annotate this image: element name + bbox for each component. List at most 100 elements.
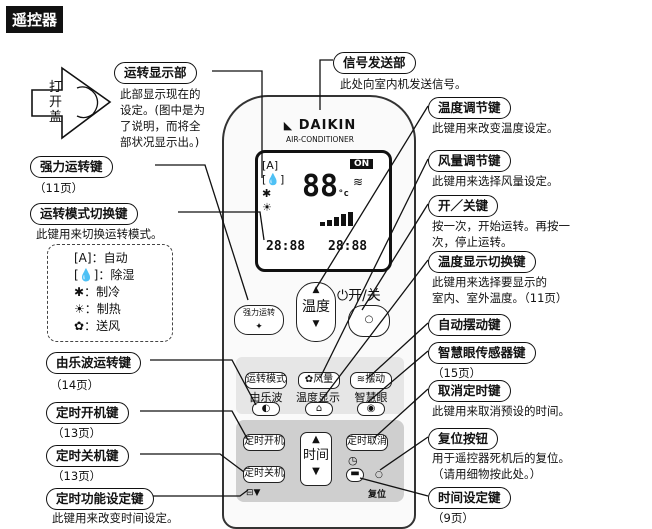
swing-icon: ≋ — [356, 374, 366, 385]
lcd-temp-unit: °c — [338, 189, 349, 199]
temp-display-icon: ⌂ — [315, 403, 323, 414]
time-label: 时间 — [302, 448, 329, 463]
callout-reset-desc: 用于遥控器死机后的复位。 （请用细物按此处。） — [432, 451, 570, 481]
callout-temp-desc: 此键用来改变温度设定。 — [432, 121, 559, 135]
lcd-temp: 88°c — [302, 169, 349, 204]
fan-speed-label: 风量 — [313, 374, 334, 385]
clock-button-icon: ▬ — [350, 468, 360, 479]
reset-hole-icon: ○ — [375, 470, 383, 480]
callout-display-desc: 此部显示现在的 设定。(图中是为 了说明，而将全 部状况显示出。) — [120, 87, 205, 149]
mode-cool-label: ：制冷 — [84, 285, 121, 299]
comfort-icon: ◐ — [261, 403, 271, 414]
lcd-on-badge: ON — [350, 159, 374, 169]
callout-tempdisp-desc: 此键用来选择要显示的 室内、室外温度。（11页） — [432, 275, 568, 305]
swing-button[interactable]: ≋摆动 — [350, 372, 392, 389]
auto-mode-icon: [A] — [74, 251, 92, 265]
timer-cancel-label: 定时取消 — [347, 436, 387, 447]
callout-timer-off-desc: （13页） — [52, 469, 102, 483]
onoff-label: ⏻开/关 — [337, 288, 381, 304]
callout-mode-title: 运转模式切换键 — [30, 203, 138, 225]
mode-heat-label: ：制热 — [84, 302, 121, 316]
callout-timer-on-desc: （13页） — [52, 426, 102, 440]
callout-clock-title: 时间设定键 — [428, 487, 511, 509]
auto-mode-icon: [A] — [262, 159, 279, 172]
callout-cancel-title: 取消定时键 — [428, 380, 511, 402]
callout-signal-title: 信号发送部 — [333, 52, 416, 74]
callout-powerful-desc: （11页） — [34, 181, 84, 195]
open-cover-label: 打开盖 — [49, 80, 63, 125]
mode-button[interactable]: 运转模式 — [245, 372, 287, 389]
mode-legend: [A]：自动 [💧]：除湿 ✱：制冷 ☀：制热 ✿：送风 — [47, 244, 173, 342]
callout-fan-title: 风量调节键 — [428, 150, 511, 172]
callout-comfort-title: 由乐波运转键 — [46, 352, 142, 374]
callout-timer-set-desc: 此键用来改变时间设定。 — [52, 511, 179, 525]
temp-adjust-button[interactable]: ▲ 温度 ▼ — [296, 282, 336, 342]
mode-auto: [A]：自动 — [74, 250, 134, 267]
eye-icon: ◉ — [366, 403, 376, 414]
timer-cancel-button[interactable]: 定时取消 — [346, 434, 388, 451]
callout-onoff-title: 开／关键 — [428, 195, 499, 217]
callout-reset-title: 复位按钮 — [428, 428, 499, 450]
time-down-icon: ▼ — [312, 466, 320, 477]
time-up-icon: ▲ — [312, 434, 320, 445]
cool-mode-icon: ✱ — [262, 187, 272, 200]
intelligent-eye-button[interactable]: ◉ — [357, 402, 385, 416]
dry-mode-icon: [💧] — [262, 173, 285, 186]
callout-onoff-desc: 按一次，开始运转。再按一 次，停止运转。 — [432, 219, 570, 249]
callout-display-title: 运转显示部 — [114, 62, 197, 84]
reset-label: 复位 — [368, 490, 387, 500]
mode-fan: ✿：送风 — [74, 318, 134, 335]
cool-mode-icon: ✱ — [74, 285, 85, 299]
intelligent-eye-label: 智慧眼 — [354, 391, 388, 404]
clock-set-button[interactable]: ▬ — [346, 468, 364, 482]
clock-icon: ◷ — [348, 454, 358, 467]
fan-speed-button[interactable]: ✿风量 — [298, 372, 340, 389]
open-cover-arrow: 打开盖 — [22, 60, 117, 145]
callout-cancel-desc: 此键用来取消预设的时间。 — [432, 404, 570, 418]
mode-auto-label: ：自动 — [91, 251, 128, 265]
onoff-circle-icon: ○ — [364, 314, 374, 325]
lcd-temp-value: 88 — [302, 169, 339, 204]
comfort-label: 由乐波 — [249, 391, 283, 404]
mode-dry-label: ：除湿 — [98, 268, 135, 282]
temp-display-label: 温度显示 — [296, 391, 340, 404]
timer-off-label: 定时关机 — [244, 468, 284, 479]
timer-on-button[interactable]: 定时开机 — [243, 434, 285, 451]
callout-swing-title: 自动摆动键 — [428, 314, 511, 336]
daikin-logo-icon: ◣ — [283, 119, 294, 132]
dry-mode-icon: [💧] — [74, 268, 99, 282]
mode-legend-list: [A]：自动 [💧]：除湿 ✱：制冷 ☀：制热 ✿：送风 — [74, 250, 134, 335]
timer-on-label: 定时开机 — [244, 436, 284, 447]
mode-dry: [💧]：除湿 — [74, 267, 134, 284]
lcd-mode-icons: [A] [💧] ✱ ☀ — [262, 159, 284, 215]
lcd-timer-off: 28:88 — [328, 239, 368, 254]
temp-up-icon: ▲ — [312, 285, 320, 295]
swing-label: 摆动 — [365, 374, 386, 385]
mode-fan-label: ：送风 — [84, 319, 121, 333]
powerful-icon: ✦ — [255, 322, 263, 332]
battery-icon: ⊟▼ — [246, 488, 261, 498]
fan-level-icon: ≋ — [353, 175, 364, 189]
timer-off-button[interactable]: 定时关机 — [243, 466, 285, 483]
comfort-button[interactable]: ◐ — [252, 402, 280, 416]
brand-name: DAIKIN — [298, 118, 357, 133]
callout-clock-desc: （9页） — [432, 511, 474, 525]
powerful-button-label: 强力运转 — [243, 308, 275, 317]
brand-logo: ◣ DAIKIN — [270, 118, 370, 133]
powerful-button[interactable]: 强力运转 ✦ — [234, 305, 284, 335]
fan-icon: ✿ — [304, 374, 314, 385]
onoff-button[interactable]: ○ — [348, 305, 390, 337]
temp-display-button[interactable]: ⌂ — [305, 402, 333, 416]
heat-mode-icon: ☀ — [74, 302, 85, 316]
callout-eye-desc: （15页） — [432, 366, 482, 380]
callout-fan-desc: 此键用来选择风量设定。 — [432, 174, 559, 188]
time-adjust-button[interactable]: ▲ 时间 ▼ — [300, 432, 332, 486]
lcd-display: [A] [💧] ✱ ☀ 88°c ON ≋ 28:88 28:88 — [255, 150, 392, 272]
callout-temp-title: 温度调节键 — [428, 97, 511, 119]
callout-tempdisp-title: 温度显示切换键 — [428, 251, 536, 273]
lcd-timer-on: 28:88 — [266, 239, 306, 254]
temp-button-label: 温度 — [302, 299, 330, 315]
mode-cool: ✱：制冷 — [74, 284, 134, 301]
callout-timer-set-title: 定时功能设定键 — [46, 488, 154, 510]
